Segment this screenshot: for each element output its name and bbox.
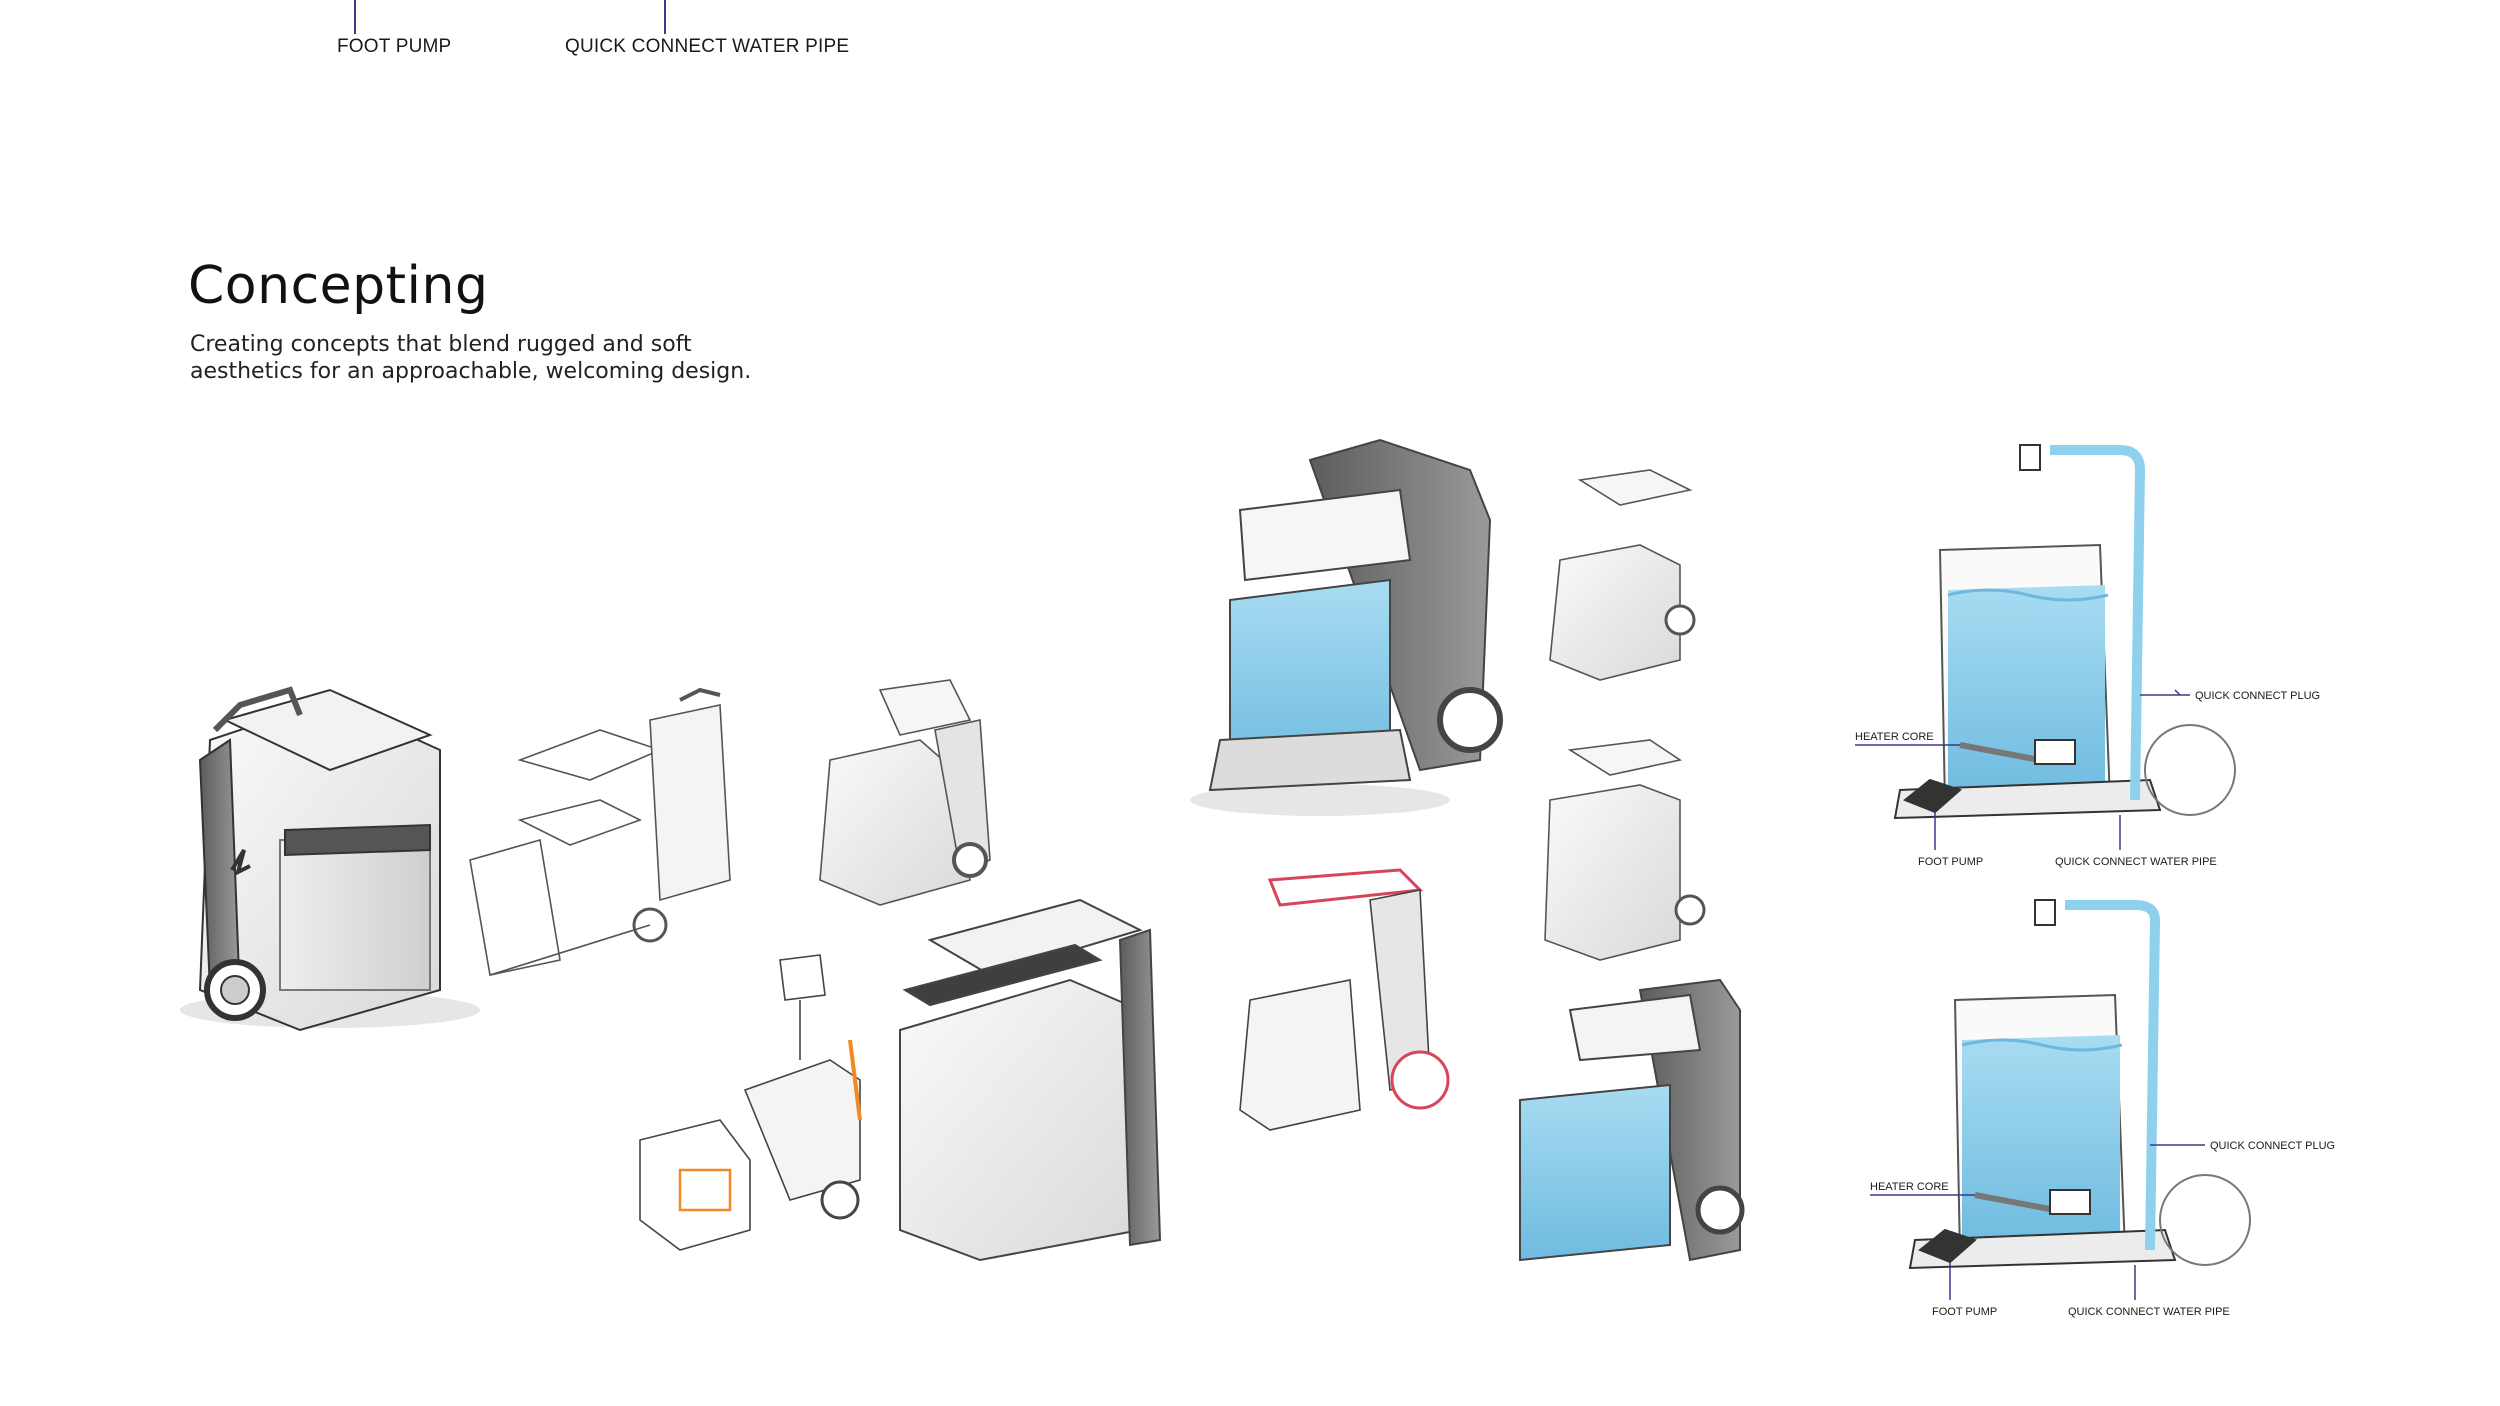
upper-label-quick-connect-water-pipe: QUICK CONNECT WATER PIPE — [2055, 856, 2217, 868]
lower-label-quick-connect-water-pipe: QUICK CONNECT WATER PIPE — [2068, 1306, 2230, 1318]
concept-sketch-8 — [1239, 868, 1450, 1131]
concept-sketch-10 — [1519, 978, 1745, 1262]
diagram-lower — [1870, 899, 2251, 1300]
concept-sketch-2 — [469, 687, 731, 976]
concept-sketch-4 — [639, 954, 862, 1251]
lower-label-heater-core: HEATER CORE — [1870, 1181, 1949, 1193]
water-pipe-leader-line — [664, 0, 666, 34]
section-description: Creating concepts that blend rugged and … — [190, 331, 950, 385]
diagram-upper — [1855, 444, 2236, 850]
description-line-1: Creating concepts that blend rugged and … — [190, 332, 692, 357]
concept-sketch-3 — [819, 679, 991, 906]
section-title: Concepting — [188, 256, 489, 316]
lower-label-foot-pump: FOOT PUMP — [1932, 1306, 1997, 1318]
concept-sketch-1 — [180, 686, 480, 1032]
concept-sketch-7 — [1549, 469, 1696, 681]
foot-pump-leader-line — [354, 0, 356, 34]
upper-label-foot-pump: FOOT PUMP — [1918, 856, 1983, 868]
concept-sketch-5 — [899, 898, 1162, 1262]
top-label-foot-pump: FOOT PUMP — [337, 36, 452, 57]
lower-label-quick-connect-plug: QUICK CONNECT PLUG — [2210, 1140, 2335, 1152]
upper-label-heater-core: HEATER CORE — [1855, 731, 1934, 743]
concept-sketch-9 — [1544, 739, 1706, 961]
description-line-2: aesthetics for an approachable, welcomin… — [190, 359, 752, 384]
concept-sketch-6 — [1190, 438, 1503, 816]
top-label-quick-connect-water-pipe: QUICK CONNECT WATER PIPE — [565, 36, 850, 57]
upper-label-quick-connect-plug: QUICK CONNECT PLUG — [2195, 690, 2320, 702]
